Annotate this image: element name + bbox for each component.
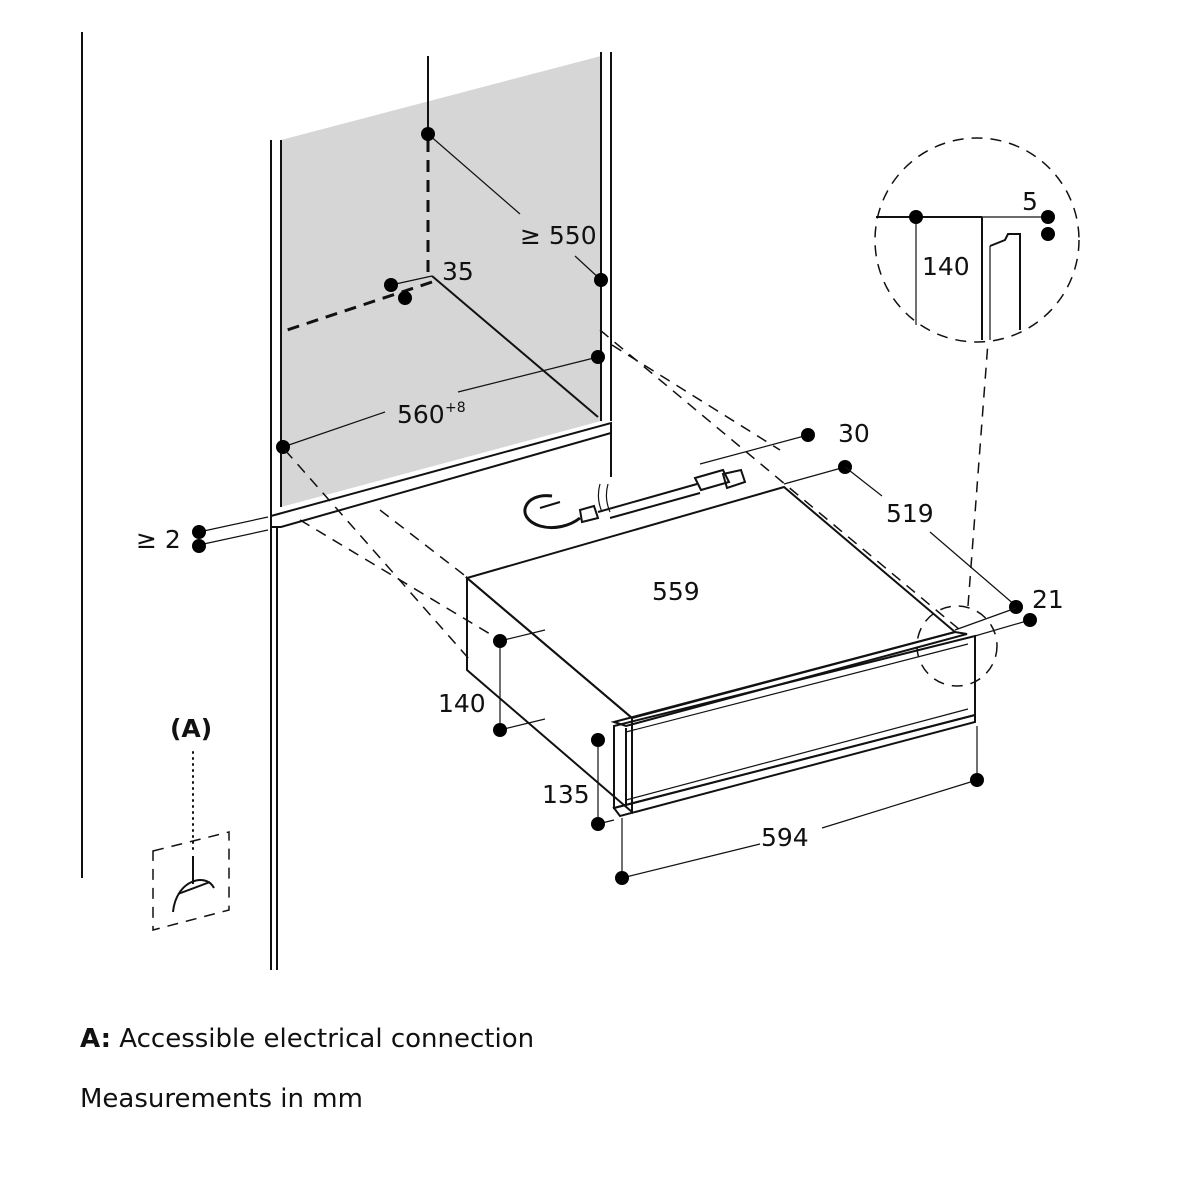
dim-opening-depth: ≥ 550 (520, 221, 597, 250)
front-offset-ref-b (974, 619, 1031, 637)
dim-front-width: 594 (761, 823, 809, 852)
dim-corner-offset: 35 (442, 257, 474, 286)
detail-marker-circle (916, 605, 998, 687)
unit-side-face (466, 575, 633, 815)
electrical-box-outline (152, 831, 230, 931)
dim-dot (1023, 613, 1037, 627)
gap-dim-line-b (198, 529, 269, 546)
unit-height-ref-top (499, 629, 546, 642)
dim-dot (192, 525, 206, 539)
dim-dot (398, 291, 412, 305)
dim-unit-depth: 519 (886, 499, 934, 528)
projection-line (284, 449, 471, 661)
gap-dim-line-a (198, 516, 269, 533)
dim-dot (493, 723, 507, 737)
projection-line (611, 344, 781, 451)
callout-a-label: (A) (170, 714, 212, 743)
dim-detail-height: 140 (922, 252, 970, 281)
power-cable-lower (609, 492, 701, 519)
legend-description: Accessible electrical connection (119, 1024, 535, 1054)
dim-dot (591, 817, 605, 831)
legend-key: A: (80, 1024, 112, 1054)
unit-depth-dim-lower (929, 531, 1017, 607)
dim-dot (384, 278, 398, 292)
dim-unit-height: 140 (438, 689, 486, 718)
hidden-back-edge (280, 280, 433, 334)
cable-dim-line (699, 434, 809, 465)
dim-dot (192, 539, 206, 553)
projection-line (379, 509, 469, 579)
dim-cable-offset: 30 (838, 419, 870, 448)
dim-opening-width: 560 (397, 400, 445, 429)
dim-dot (1009, 600, 1023, 614)
legend-line: A: Accessible electrical connection (80, 1024, 534, 1054)
dim-detail-offset: 5 (1022, 187, 1038, 216)
unit-front-bottom-strip (612, 713, 976, 818)
dim-dot (801, 428, 815, 442)
unit-depth-dim-upper (844, 466, 883, 497)
unit-depth-ref (783, 466, 846, 485)
dim-dot (615, 871, 629, 885)
dim-dot (594, 273, 608, 287)
front-offset-ref (954, 607, 1017, 631)
dim-dot (493, 634, 507, 648)
detail-magnified-circle (874, 137, 1080, 343)
socket-icon (172, 856, 215, 913)
unit-top-face (464, 485, 958, 720)
dim-unit-width: 559 (652, 577, 700, 606)
dim-dot (1041, 210, 1055, 224)
shelf-board (270, 421, 612, 528)
power-cable (597, 483, 698, 513)
cable-break-marks (597, 483, 611, 513)
dim-dot (591, 733, 605, 747)
unit-front-lip-top (610, 630, 968, 728)
front-width-dim-right (821, 779, 978, 829)
width-dim-line-right (457, 356, 599, 393)
front-width-dim-left (621, 843, 761, 879)
dim-front-offset: 21 (1032, 585, 1064, 614)
units-note: Measurements in mm (80, 1084, 363, 1114)
dim-opening-width-tolerance: +8 (445, 400, 466, 416)
dim-dot (909, 210, 923, 224)
dim-gap: ≥ 2 (136, 525, 181, 554)
detail-profile (876, 216, 1048, 340)
dim-dot (1041, 227, 1055, 241)
connector-icon (693, 468, 747, 492)
dim-dot (421, 127, 435, 141)
front-bottom-inner (625, 708, 969, 801)
dim-front-height: 135 (542, 780, 590, 809)
dim-dot (276, 440, 290, 454)
depth-dim-line-upper (427, 133, 521, 215)
projection-line (599, 329, 961, 631)
front-top-inner (625, 643, 969, 733)
dim-dot (970, 773, 984, 787)
plug-icon (523, 494, 600, 530)
dim-dot (591, 350, 605, 364)
detail-leader-line (967, 341, 989, 607)
unit-height-ref-bottom (499, 718, 546, 731)
niche-floor-edge (431, 275, 599, 418)
width-dim-line-left (282, 411, 386, 448)
niche-back-panel (281, 56, 601, 507)
